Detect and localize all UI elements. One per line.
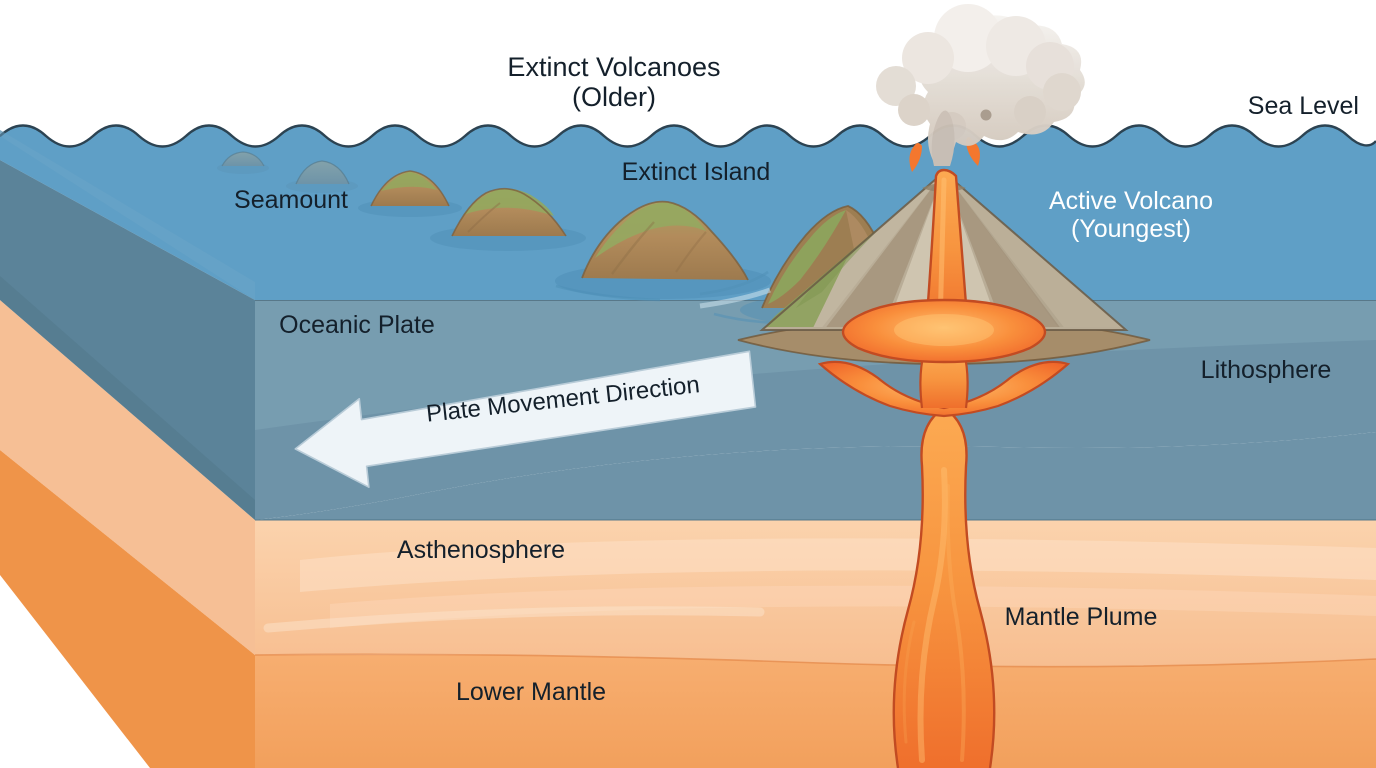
plate-movement-arrow [294, 350, 757, 488]
sea-surface-line [0, 124, 1376, 148]
smoke-plume [876, 4, 1085, 167]
seamount-4 [430, 187, 586, 251]
mantle-plume [817, 298, 1071, 768]
magma-chamber [843, 300, 1045, 362]
extinct-island-landform [555, 200, 771, 302]
seamount-2 [286, 160, 358, 193]
seamount-1 [217, 151, 269, 174]
smoke-puff-small [980, 109, 992, 121]
seamount-3 [358, 170, 462, 217]
